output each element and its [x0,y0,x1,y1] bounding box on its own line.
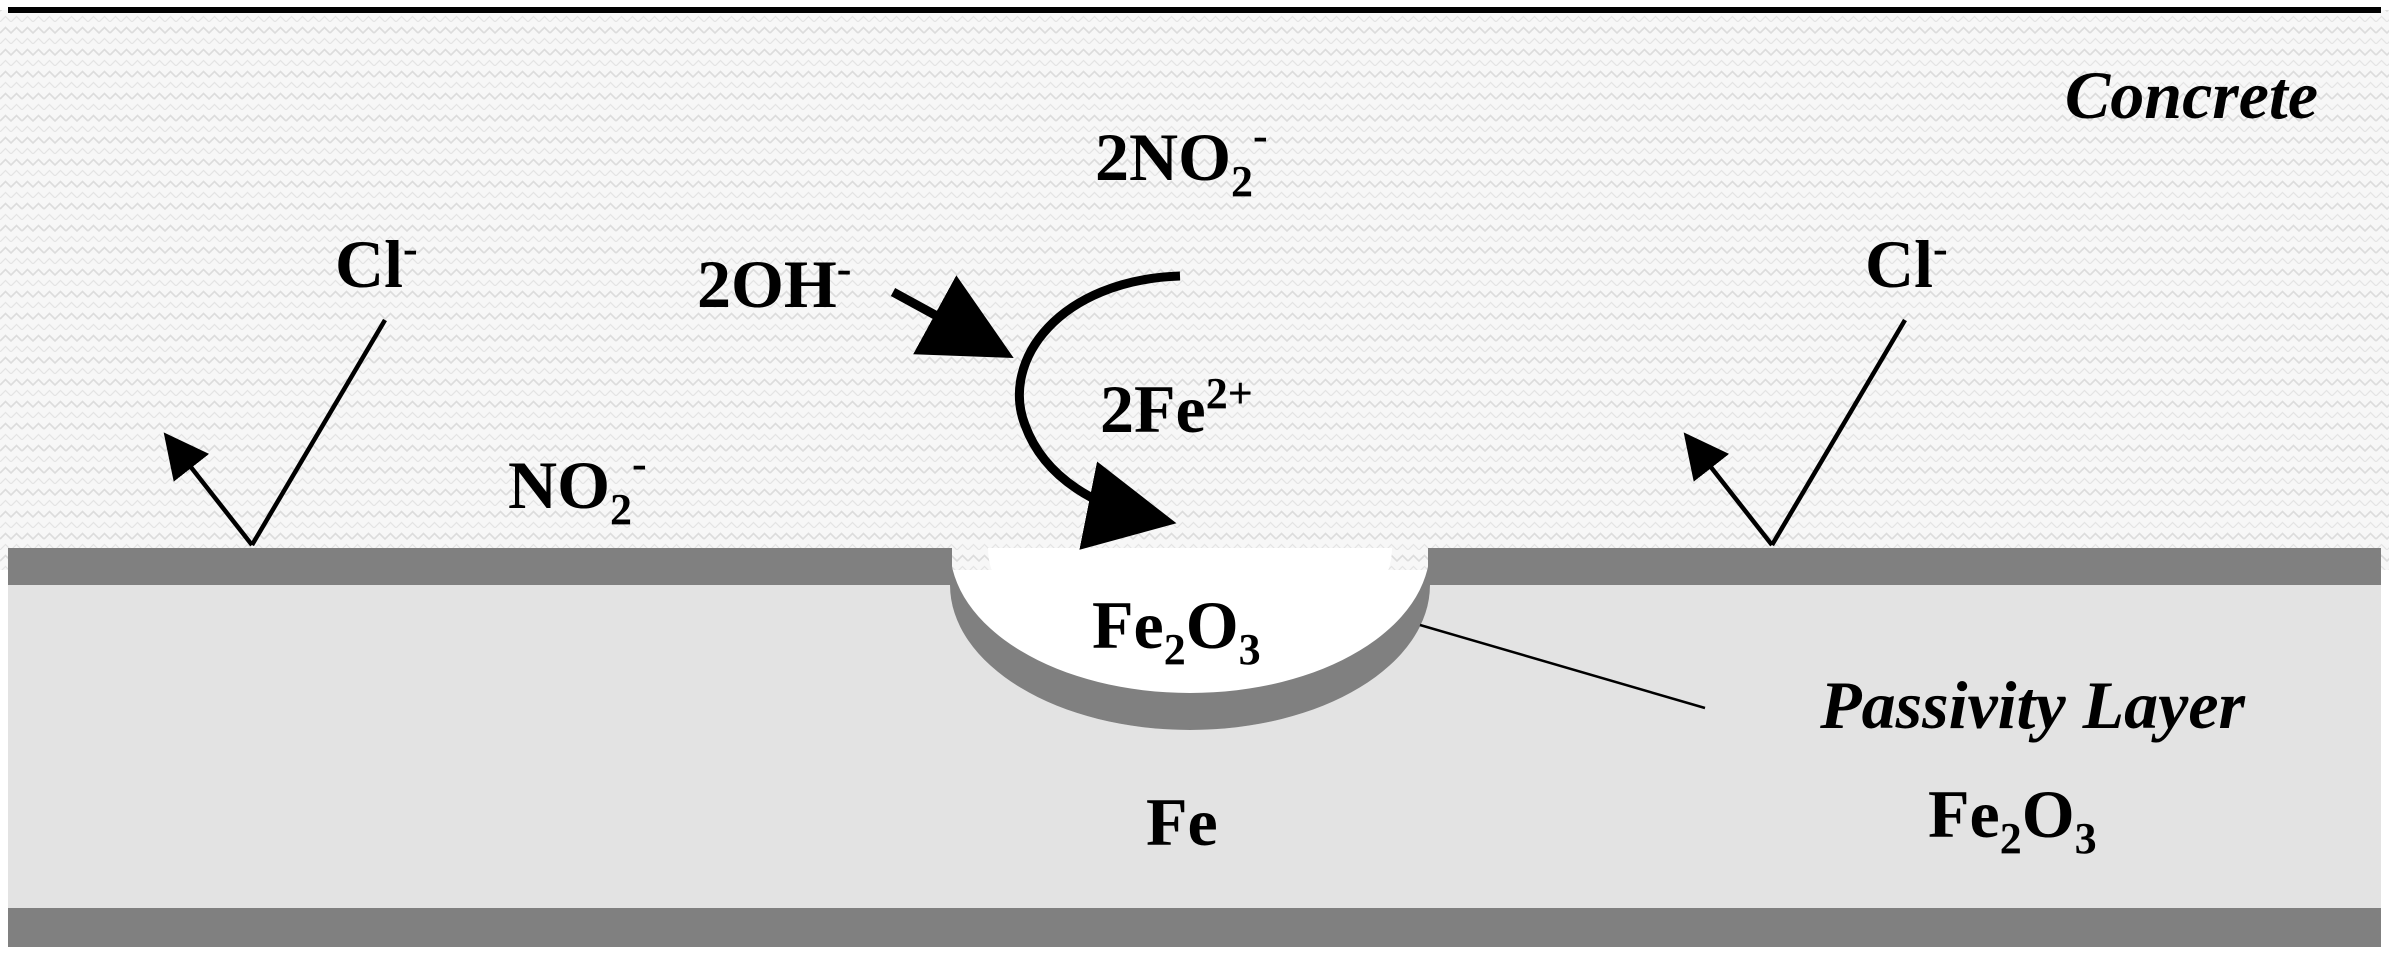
passive-layer-pit [950,548,1430,730]
concrete-label: Concrete [2065,57,2318,133]
passivity-layer-label: Passivity Layer [1819,667,2245,743]
ferrous-ion-label: 2Fe2+ [1100,369,1253,447]
passivity-oxide-label: Fe2O3 [1928,776,2097,863]
pit-interior [988,548,1392,666]
passive-layer-left [8,548,952,585]
concrete-region [0,10,2389,570]
cl-left-arrow [163,432,254,547]
passivity-leader-line [1419,623,1706,710]
nitrite-left-label: NO2- [508,439,647,534]
hydroxide-label: 2OH- [697,244,851,322]
cl-right-label: Cl- [1865,224,1948,302]
cl-right-arrow [1683,432,1774,547]
pit-oxide-label: Fe2O3 [1092,587,1261,674]
reaction-curved-arrow [1014,271,1181,550]
cl-right-path [1770,318,1907,547]
top-border [8,7,2381,13]
bottom-layer [8,908,2381,947]
steel-region [8,585,2381,910]
iron-label: Fe [1146,784,1218,860]
nitrite-top-label: 2NO2- [1095,111,1268,206]
cl-left-label: Cl- [335,224,418,302]
passive-layer-right [1428,548,2381,585]
cl-left-path [250,318,387,547]
hydroxide-arrow [890,275,1014,358]
